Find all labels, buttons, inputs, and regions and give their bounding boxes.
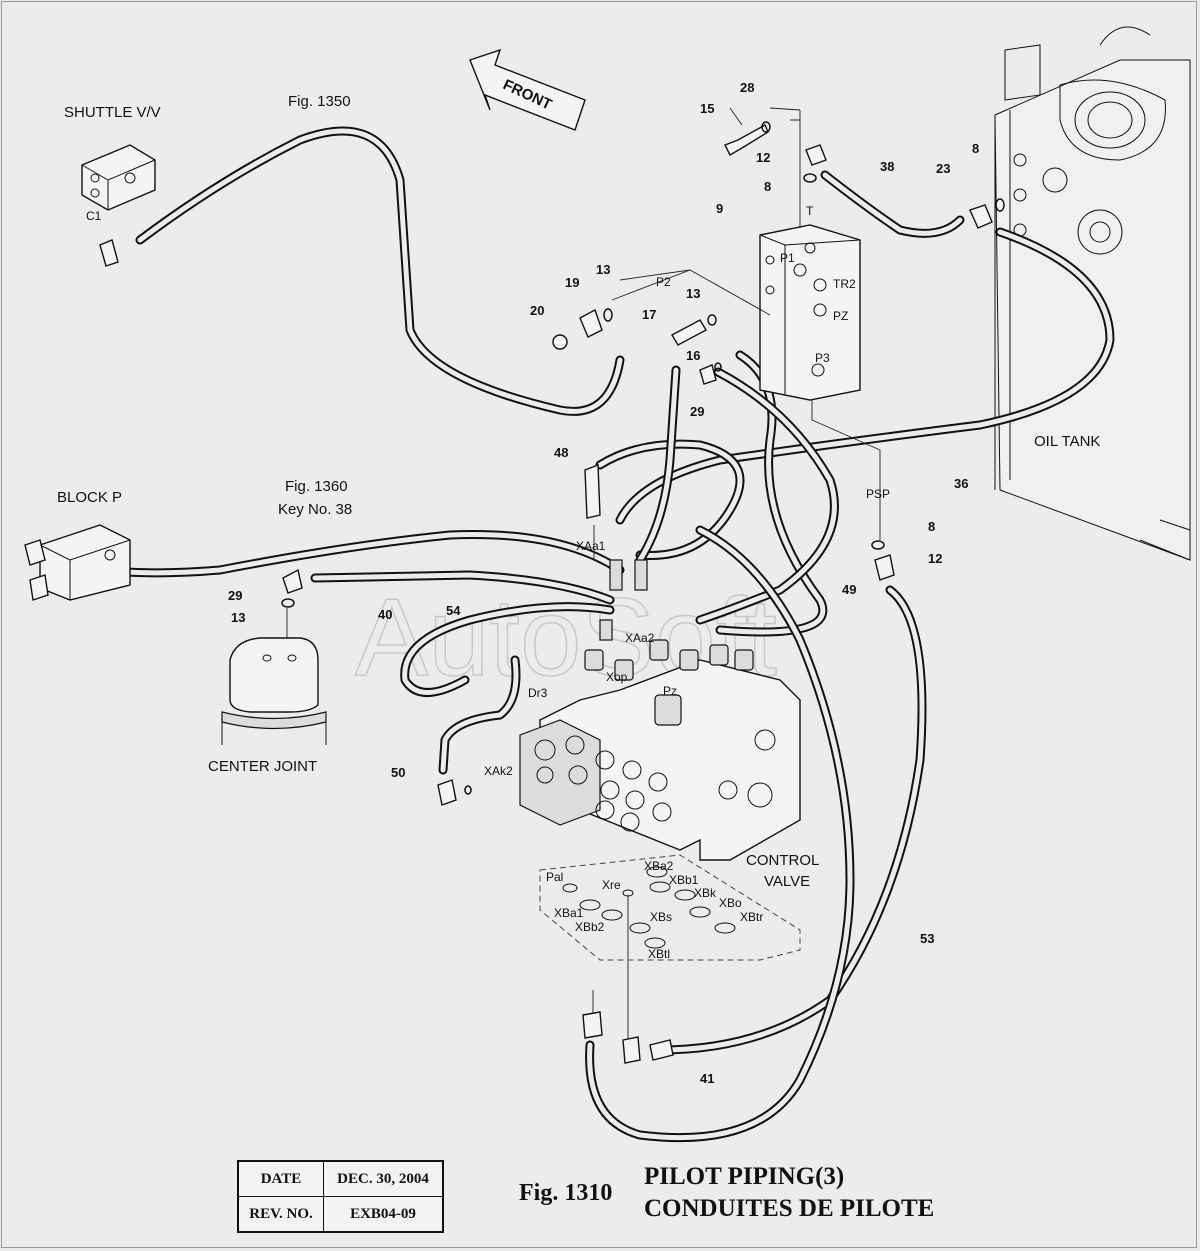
- port-pz-block: PZ: [833, 309, 848, 323]
- key-38-label: Key No. 38: [278, 501, 352, 518]
- bottom-port-plate: [539, 854, 801, 1064]
- date-value: DEC. 30, 2004: [323, 1160, 444, 1197]
- key-28: 28: [740, 80, 754, 95]
- control-label: CONTROL: [746, 852, 819, 869]
- port-psp: PSP: [866, 487, 890, 501]
- date-label: DATE: [237, 1160, 324, 1197]
- port-xbo: XBo: [719, 896, 742, 910]
- block-p: BLOCK P: [24, 489, 131, 601]
- port-xaa1: XAa1: [576, 539, 606, 553]
- key-13-a: 13: [596, 262, 610, 277]
- key-49: 49: [842, 582, 856, 597]
- port-c1: C1: [86, 209, 102, 223]
- key-48: 48: [554, 445, 568, 460]
- block-p-label: BLOCK P: [57, 489, 122, 506]
- date-row: DATE DEC. 30, 2004: [237, 1160, 444, 1197]
- key-numbers: 15 28 12 8 9 38 23 8 13 19 20 13 17 16 2…: [228, 80, 979, 1086]
- key-36: 36: [954, 476, 968, 491]
- port-xaa2: XAa2: [625, 631, 655, 645]
- port-pal: Pal: [546, 870, 563, 884]
- key-50: 50: [391, 765, 405, 780]
- port-xba1: XBa1: [554, 906, 584, 920]
- port-p1: P1: [780, 251, 795, 265]
- figure-title-line2: CONDUITES DE PILOTE: [644, 1195, 935, 1222]
- port-dr3: Dr3: [528, 686, 548, 700]
- port-xbk: XBk: [694, 886, 717, 900]
- shuttle-valve-label: SHUTTLE V/V: [64, 104, 161, 121]
- rev-value: EXB04-09: [323, 1196, 444, 1233]
- port-xbb1: XBb1: [669, 873, 699, 887]
- control-valve: CONTROL VALVE: [519, 559, 819, 890]
- key-12-psp: 12: [928, 551, 942, 566]
- oil-tank-label: OIL TANK: [1034, 433, 1100, 450]
- port-xak2: XAk2: [484, 764, 513, 778]
- title-block: DATE DEC. 30, 2004 REV. NO. EXB04-09: [237, 1160, 444, 1233]
- center-joint-label: CENTER JOINT: [208, 758, 317, 775]
- rev-row: REV. NO. EXB04-09: [237, 1196, 444, 1233]
- leader-lines: [286, 107, 881, 1040]
- port-pz: Pz: [663, 684, 677, 698]
- fittings-top: [281, 121, 1005, 806]
- key-17: 17: [642, 307, 656, 322]
- port-t: T: [806, 204, 814, 218]
- hoses: [40, 126, 1115, 1143]
- oil-tank: OIL TANK: [994, 26, 1191, 561]
- key-8-tank: 8: [972, 141, 979, 156]
- key-20: 20: [530, 303, 544, 318]
- port-xbb2: XBb2: [575, 920, 605, 934]
- fig-1360-label: Fig. 1360: [285, 478, 348, 495]
- key-15: 15: [700, 101, 714, 116]
- figure-title-line1: PILOT PIPING(3): [644, 1163, 845, 1190]
- key-23: 23: [936, 161, 950, 176]
- key-53: 53: [920, 931, 934, 946]
- figure-title: PILOT PIPING(3) CONDUITES DE PILOTE: [644, 1161, 934, 1225]
- center-joint: CENTER JOINT: [208, 637, 327, 775]
- port-xbs: XBs: [650, 910, 672, 924]
- key-40: 40: [378, 607, 392, 622]
- port-p3: P3: [815, 351, 830, 365]
- text-labels: Fig. 1350 Fig. 1360 Key No. 38: [278, 93, 352, 518]
- key-8-psp: 8: [928, 519, 935, 534]
- key-13-c: 13: [231, 610, 245, 625]
- key-54: 54: [446, 603, 461, 618]
- key-38: 38: [880, 159, 894, 174]
- port-xbtr: XBtr: [740, 910, 763, 924]
- figure-number: Fig. 1310: [519, 1180, 613, 1206]
- port-xop: Xop: [606, 670, 628, 684]
- front-arrow: FRONT: [469, 48, 586, 131]
- key-29-a: 29: [690, 404, 704, 419]
- key-29-b: 29: [228, 588, 242, 603]
- valve-label: VALVE: [764, 873, 810, 890]
- port-p2: P2: [656, 275, 671, 289]
- port-tr2: TR2: [833, 277, 856, 291]
- port-xre: Xre: [602, 878, 621, 892]
- port-xbtl: XBtl: [648, 947, 670, 961]
- key-41: 41: [700, 1071, 714, 1086]
- shuttle-valve: SHUTTLE V/V C1: [64, 104, 161, 267]
- pilot-block: P1 TR2 PZ P3 T: [759, 204, 861, 401]
- key-13-b: 13: [686, 286, 700, 301]
- key-19: 19: [565, 275, 579, 290]
- key-8-top: 8: [764, 179, 771, 194]
- key-9: 9: [716, 201, 723, 216]
- fig-1350-label: Fig. 1350: [288, 93, 351, 110]
- port-labels: P2 PSP XAa1 XAa2 Xop Pz Dr3 XAk2 Pal XBa…: [484, 275, 890, 961]
- key-12-top: 12: [756, 150, 770, 165]
- port-xba2: XBa2: [644, 859, 674, 873]
- rev-label: REV. NO.: [237, 1196, 324, 1233]
- key-16: 16: [686, 348, 700, 363]
